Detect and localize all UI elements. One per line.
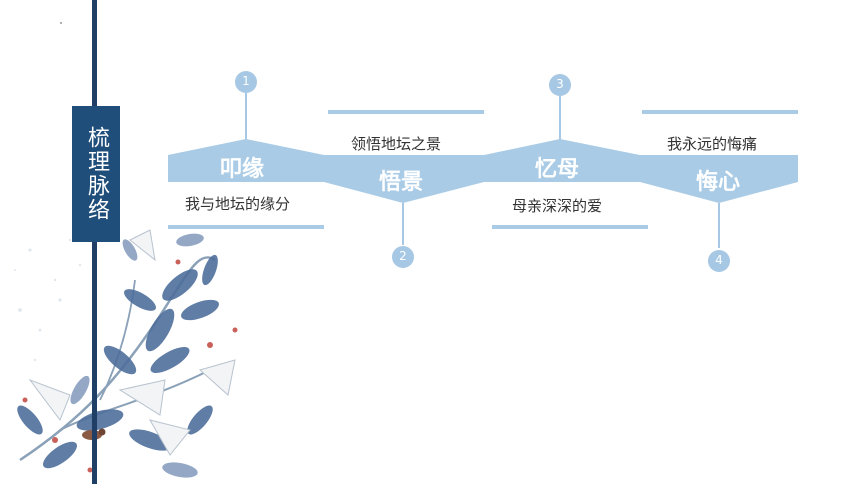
step-title-3: 忆母 <box>535 156 580 182</box>
band-2 <box>324 155 484 203</box>
step-title-1: 叩缘 <box>220 156 265 182</box>
step-description-4: 我永远的悔痛 <box>667 135 758 153</box>
number-circle-3 <box>549 74 571 96</box>
band-4 <box>640 155 798 203</box>
step-description-1: 我与地坛的缘分 <box>185 195 291 213</box>
accent-line-2 <box>328 110 484 114</box>
step-description-3: 母亲深深的爱 <box>512 197 603 215</box>
accent-line-1 <box>168 225 324 229</box>
band-3 <box>484 139 640 182</box>
number-circle-1 <box>235 71 257 93</box>
step-number-3: 3 <box>556 77 564 91</box>
accent-line-4 <box>642 110 798 114</box>
band-1 <box>168 139 324 182</box>
number-circle-2 <box>392 246 414 268</box>
step-number-2: 2 <box>399 249 407 263</box>
step-description-2: 领悟地坛之景 <box>351 135 442 153</box>
section-title: 梳理脉络 <box>72 106 120 242</box>
vertical-rule <box>92 0 97 484</box>
step-number-4: 4 <box>715 253 723 267</box>
accent-line-3 <box>492 225 648 229</box>
step-number-1: 1 <box>242 74 250 88</box>
dot-mark <box>60 22 62 24</box>
step-title-4: 悔心 <box>696 169 741 195</box>
number-circle-4 <box>708 250 730 272</box>
step-title-2: 悟景 <box>379 169 424 195</box>
